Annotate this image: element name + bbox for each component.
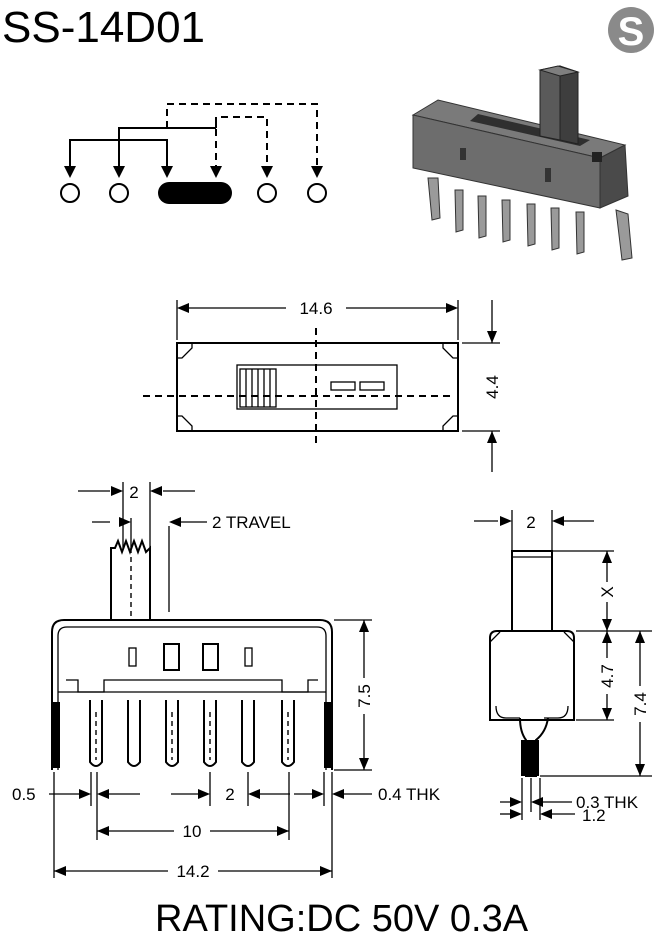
contact-5	[257, 183, 277, 203]
dim-top-length: 14.6	[299, 299, 332, 318]
rating-text: RATING:DC 50V 0.3A	[155, 898, 529, 937]
dim-frame-thickness: 0.4 THK	[378, 785, 441, 804]
brand-logo-letter: S	[618, 10, 645, 54]
brand-logo: S	[608, 7, 654, 54]
dim-body-height: 7.5	[355, 684, 374, 708]
model-title: SS-14D01	[2, 3, 205, 52]
front-view: 2 2 TRAVEL 7.5 0.5 2	[12, 482, 441, 881]
slider-contact	[158, 182, 232, 204]
side-view: 2 X 4.7 7.4 0.3 THK 1.2	[474, 510, 652, 825]
front-pins	[89, 700, 295, 767]
product-photo	[411, 65, 633, 261]
dim-pin-row-spacing: 1.2	[582, 806, 606, 825]
contact-2	[109, 183, 129, 203]
dim-side-actuator-width: 2	[526, 513, 535, 532]
dim-edge-offset: 0.5	[12, 785, 36, 804]
top-view: 14.6 4.4	[143, 298, 502, 472]
dim-pin-thickness: 0.3 THK	[576, 793, 639, 812]
dim-travel: 2 TRAVEL	[212, 513, 291, 532]
dim-top-width: 4.4	[483, 375, 502, 399]
dim-actuator-height: X	[598, 586, 617, 597]
dim-actuator-width: 2	[129, 483, 138, 502]
dim-pin-span: 10	[183, 822, 202, 841]
dim-side-total-height: 7.4	[631, 692, 650, 716]
switch-schematic	[60, 103, 327, 204]
dim-side-body-height: 4.7	[598, 664, 617, 688]
contact-6	[307, 183, 327, 203]
dim-pin-pitch: 2	[225, 785, 234, 804]
contact-1	[60, 183, 80, 203]
dim-overall-length: 14.2	[176, 862, 209, 881]
